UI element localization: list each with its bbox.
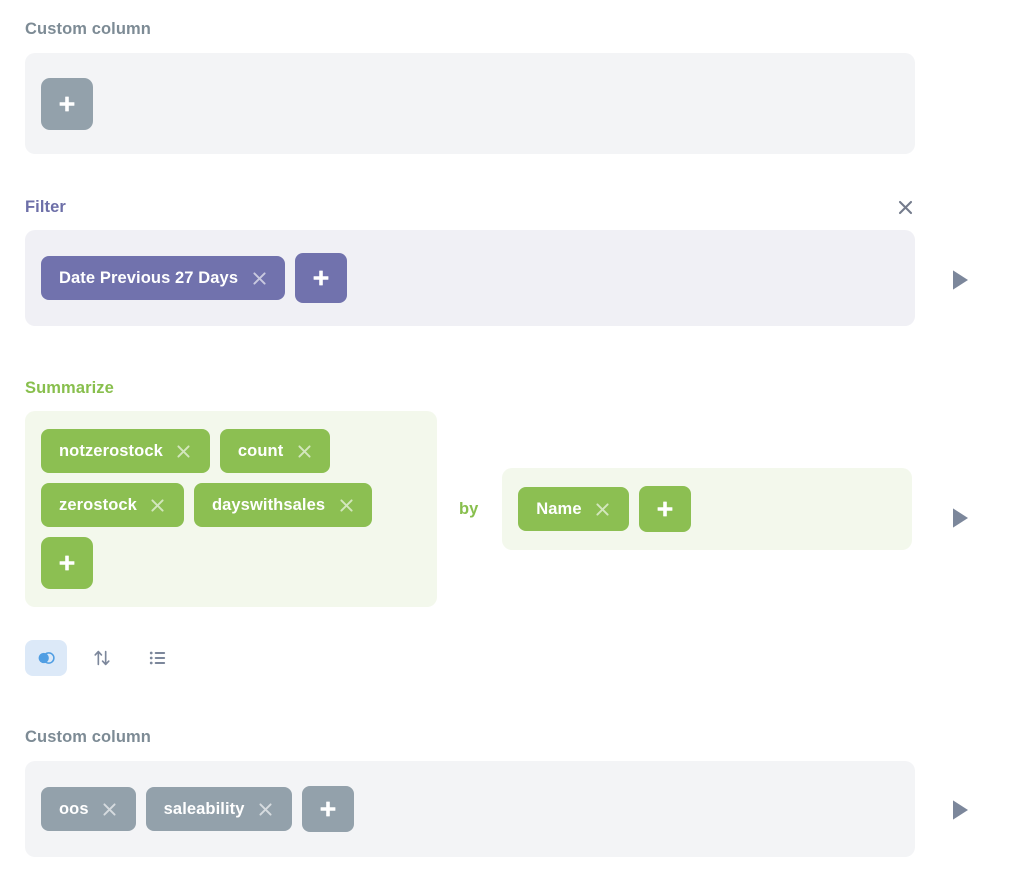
remove-custom-column-icon[interactable] <box>102 801 118 817</box>
custom-column-chip-label: saleability <box>163 799 245 818</box>
section-title-custom-column: Custom column <box>25 20 151 38</box>
plus-icon <box>59 555 75 571</box>
section-summarize: Summarize notzerostock count <box>0 377 1024 676</box>
section-header: Summarize <box>25 377 915 399</box>
section-title-summarize: Summarize <box>25 379 114 397</box>
summarize-breakout-container: Name <box>502 468 913 550</box>
section-title-custom-column: Custom column <box>25 728 151 746</box>
close-icon <box>596 502 609 516</box>
remove-filter-icon[interactable] <box>251 270 267 286</box>
remove-custom-column-icon[interactable] <box>258 801 274 817</box>
custom-column-bottom-container: oos saleability <box>25 761 915 857</box>
summarize-row: notzerostock count <box>0 411 1024 607</box>
close-icon <box>340 498 353 512</box>
breakout-chip-label: Name <box>536 499 582 518</box>
breakout-chip[interactable]: Name <box>518 487 629 531</box>
aggregation-chip-label: count <box>237 441 284 460</box>
section-header: Filter <box>25 196 915 218</box>
close-icon <box>103 802 116 816</box>
add-aggregation-button[interactable] <box>41 537 93 589</box>
remove-aggregation-icon[interactable] <box>338 497 354 513</box>
play-icon <box>953 800 968 820</box>
close-filter-section-button[interactable] <box>895 197 915 217</box>
custom-column-chip[interactable]: oos <box>41 787 136 831</box>
close-icon <box>253 271 266 285</box>
filter-container: Date Previous 27 Days <box>25 230 915 326</box>
plus-icon <box>313 270 329 286</box>
section-title-filter: Filter <box>25 198 66 216</box>
sort-icon <box>94 650 110 666</box>
aggregation-chip-label: zerostock <box>59 495 137 514</box>
run-custom-column-step-button[interactable] <box>945 795 975 825</box>
close-icon <box>151 498 164 512</box>
run-summarize-step-button[interactable] <box>945 503 975 533</box>
close-icon <box>898 200 912 214</box>
add-custom-column-button[interactable] <box>301 786 354 832</box>
section-custom-column-bottom: Custom column oos saleability <box>0 726 1024 857</box>
custom-column-chip[interactable]: saleability <box>145 787 292 831</box>
join-step-button[interactable] <box>25 640 67 676</box>
section-filter: Filter Date Previous 27 Days <box>0 196 1024 326</box>
close-icon <box>298 444 311 458</box>
custom-column-top-container <box>25 53 915 154</box>
close-icon <box>177 444 190 458</box>
remove-breakout-icon[interactable] <box>595 501 611 517</box>
close-icon <box>259 802 272 816</box>
aggregation-chip[interactable]: count <box>219 429 331 473</box>
play-icon <box>953 270 968 290</box>
aggregation-chip-label: dayswithsales <box>211 495 326 514</box>
plus-icon <box>320 801 335 817</box>
plus-icon <box>59 96 75 111</box>
aggregation-chip[interactable]: dayswithsales <box>193 483 373 527</box>
summarize-metrics-container: notzerostock count <box>25 411 437 607</box>
sort-step-button[interactable] <box>81 640 123 676</box>
play-icon <box>953 508 968 528</box>
row-limit-step-button[interactable] <box>137 640 179 676</box>
section-header: Custom column <box>25 726 915 748</box>
remove-aggregation-icon[interactable] <box>296 443 312 459</box>
join-icon <box>38 652 55 664</box>
remove-aggregation-icon[interactable] <box>150 497 166 513</box>
filter-chip[interactable]: Date Previous 27 Days <box>41 256 286 300</box>
step-action-toolbar <box>25 640 179 676</box>
run-filter-step-button[interactable] <box>945 265 975 295</box>
add-filter-button[interactable] <box>295 253 348 303</box>
aggregation-chip-label: notzerostock <box>59 441 163 460</box>
summarize-by-label: by <box>459 499 479 518</box>
plus-icon <box>657 501 673 517</box>
filter-chip-label: Date Previous 27 Days <box>59 268 239 287</box>
aggregation-chip[interactable]: zerostock <box>41 483 184 527</box>
add-breakout-button[interactable] <box>638 486 691 532</box>
aggregation-chip[interactable]: notzerostock <box>41 429 210 473</box>
section-custom-column-top: Custom column <box>0 18 1024 154</box>
remove-aggregation-icon[interactable] <box>176 443 192 459</box>
add-custom-column-button[interactable] <box>41 77 93 130</box>
row-limit-icon <box>149 651 166 665</box>
custom-column-chip-label: oos <box>59 799 89 818</box>
section-header: Custom column <box>25 18 915 40</box>
